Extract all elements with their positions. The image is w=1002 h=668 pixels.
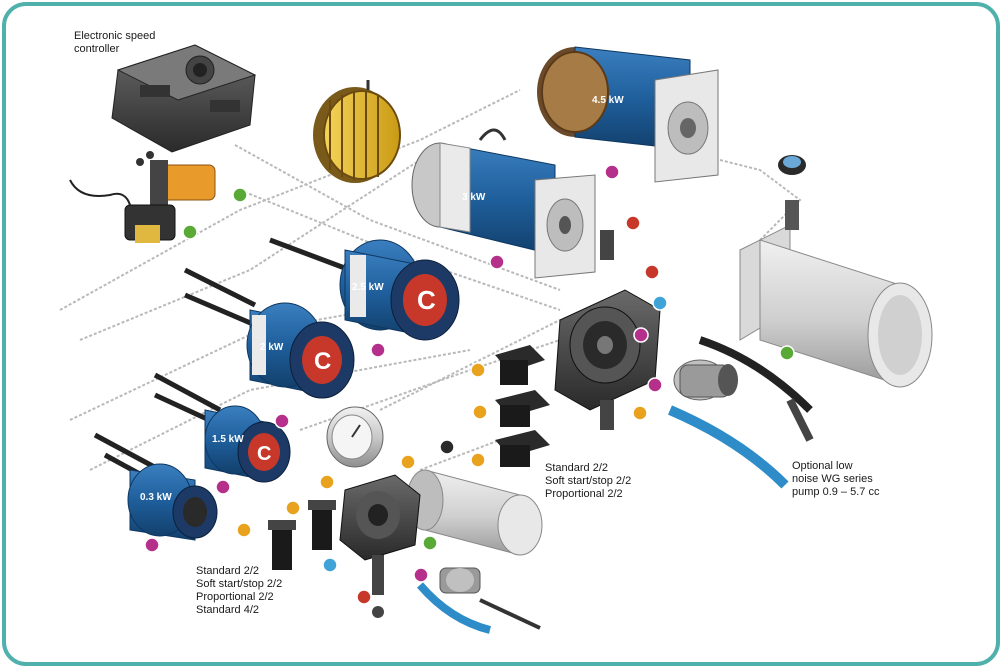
label-pump-line-1: Optional low [792,460,853,472]
rating-bottom-left: 0.3 kW [140,492,172,503]
bottom-manifold [339,474,421,618]
motor-top-right [537,46,719,183]
svg-text:C: C [257,443,271,465]
rating-row-1: 2.5 kW [352,282,384,293]
label-valves-left-line-1: Standard 2/2 [196,565,259,577]
rating-top-right: 4.5 kW [592,95,624,106]
valve-right-1 [495,345,545,385]
label-esc-line-2: controller [74,43,120,55]
label-esc-line-1: Electronic speed [74,30,156,42]
label-valves-left-line-2: Soft start/stop 2/2 [196,578,283,590]
motor-row-2: C [183,267,355,399]
rating-row-3: 1.5 kW [212,434,244,445]
valve-left-2 [308,500,336,550]
motor-row-1: C [269,237,460,341]
label-valves-right-line-1: Standard 2/2 [545,462,608,474]
gauge-disc [326,406,384,468]
label-valves-right-line-2: Soft start/stop 2/2 [545,475,632,487]
label-low-noise-pump: Optional low noise WG series pump 0.9 – … [792,460,879,499]
label-electronic-speed-controller: Electronic speed controller [74,30,155,56]
small-tank [406,469,543,556]
label-valves-left: Standard 2/2 Soft start/stop 2/2 Proport… [196,565,282,617]
motor-row-3: C [153,372,291,483]
electronic-speed-controller [111,44,257,153]
label-valves-right-line-3: Proportional 2/2 [545,488,623,500]
label-pump-line-2: noise WG series [792,473,873,485]
reservoir-tank [739,155,933,388]
label-pump-line-3: pump 0.9 – 5.7 cc [792,486,880,498]
svg-text:C: C [417,285,436,315]
valve-right-3 [495,430,550,467]
label-valves-left-line-3: Proportional 2/2 [196,591,274,603]
motor-bottom-left [93,432,218,541]
low-noise-pump [668,336,814,489]
svg-text:C: C [314,348,331,375]
label-valves-right: Standard 2/2 Soft start/stop 2/2 Proport… [545,462,631,501]
markers [144,164,795,605]
bottom-pump [416,567,541,634]
rating-middle: 3 kW [462,192,486,203]
motor-middle [411,128,596,279]
solenoid-orange [136,151,216,205]
rating-row-2: 2 kW [260,342,284,353]
valve-left-1 [268,520,296,570]
label-valves-left-line-4: Standard 4/2 [196,604,259,616]
relay-black [69,179,176,243]
cooling-fan [313,80,401,183]
valve-right-2 [495,390,550,427]
